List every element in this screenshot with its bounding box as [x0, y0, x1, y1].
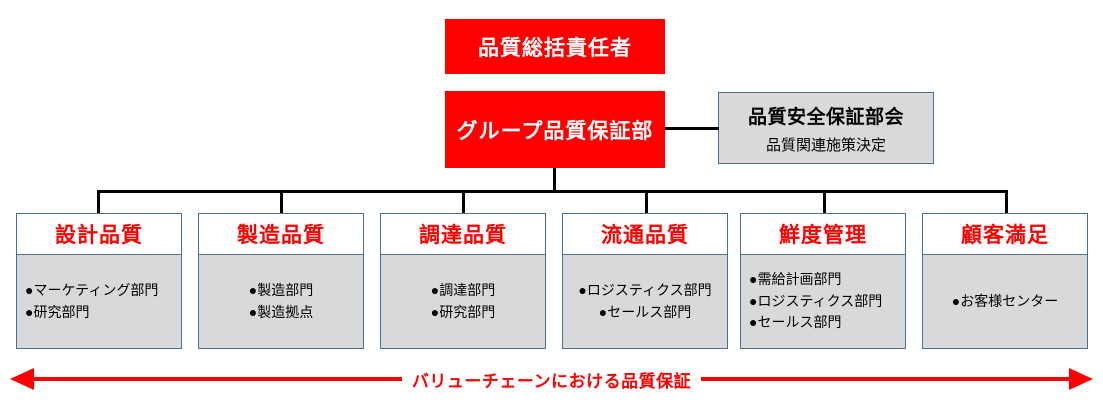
box-chief-quality-officer: 品質総括責任者 — [445, 19, 665, 74]
box-group-quality-assurance-label: グループ品質保証部 — [456, 119, 654, 143]
pillar-manufacturing-quality-body: ●製造部門 ●製造拠点 — [199, 255, 363, 348]
pillar-freshness-management: 鮮度管理 ●需給計画部門 ●ロジスティクス部門 ●セールス部門 — [740, 213, 906, 349]
connector-groupqa-down — [553, 168, 556, 193]
connector-drop-2 — [280, 190, 283, 214]
list-item: ●需給計画部門 — [749, 270, 842, 287]
pillar-distribution-quality-header: 流通品質 — [563, 214, 727, 255]
pillar-manufacturing-quality-header: 製造品質 — [199, 214, 363, 255]
pillar-freshness-management-header: 鮮度管理 — [741, 214, 905, 255]
pillar-customer-satisfaction-body: ●お客様センター — [923, 255, 1087, 348]
list-item: ●マーケティング部門 — [25, 281, 159, 298]
list-item: ●製造部門 — [248, 281, 314, 298]
pillar-customer-satisfaction-header: 顧客満足 — [923, 214, 1087, 255]
box-group-quality-assurance: グループ品質保証部 — [445, 91, 665, 168]
list-item: ●研究部門 — [25, 303, 90, 320]
box-chief-quality-officer-label: 品質総括責任者 — [478, 36, 632, 60]
list-item: ●製造拠点 — [248, 303, 314, 320]
pillar-design-quality-body: ●マーケティング部門 ●研究部門 — [17, 255, 181, 348]
pillar-distribution-quality-body: ●ロジスティクス部門 ●セールス部門 — [563, 255, 727, 348]
list-item: ●ロジスティクス部門 — [749, 292, 883, 309]
connector-drop-4 — [645, 190, 648, 214]
pillar-distribution-quality: 流通品質 ●ロジスティクス部門 ●セールス部門 — [562, 213, 728, 349]
connector-drop-6 — [1005, 190, 1008, 214]
pillar-procurement-quality-header: 調達品質 — [381, 214, 545, 255]
committee-title: 品質安全保証部会 — [747, 106, 904, 128]
pillar-design-quality-header: 設計品質 — [17, 214, 181, 255]
connector-drop-1 — [97, 190, 100, 214]
list-item: ●研究部門 — [430, 303, 496, 320]
box-quality-safety-committee: 品質安全保証部会 品質関連施策決定 — [718, 92, 934, 164]
pillar-procurement-quality: 調達品質 ●調達部門 ●研究部門 — [380, 213, 546, 349]
list-item: ●ロジスティクス部門 — [578, 281, 712, 298]
pillar-procurement-quality-body: ●調達部門 ●研究部門 — [381, 255, 545, 348]
pillar-manufacturing-quality: 製造品質 ●製造部門 ●製造拠点 — [198, 213, 364, 349]
list-item: ●セールス部門 — [749, 314, 842, 331]
connector-drop-5 — [823, 190, 826, 214]
value-chain-arrow-icon — [10, 368, 1093, 390]
list-item: ●調達部門 — [430, 281, 496, 298]
connector-groupqa-to-committee — [665, 127, 719, 130]
connector-horizontal-bus — [97, 190, 1008, 193]
connector-drop-3 — [462, 190, 465, 214]
list-item: ●お客様センター — [951, 292, 1059, 309]
pillar-design-quality: 設計品質 ●マーケティング部門 ●研究部門 — [16, 213, 182, 349]
list-item: ●セールス部門 — [598, 303, 692, 320]
committee-subtitle: 品質関連施策決定 — [765, 136, 886, 154]
pillar-freshness-management-body: ●需給計画部門 ●ロジスティクス部門 ●セールス部門 — [741, 255, 905, 348]
pillar-customer-satisfaction: 顧客満足 ●お客様センター — [922, 213, 1088, 349]
